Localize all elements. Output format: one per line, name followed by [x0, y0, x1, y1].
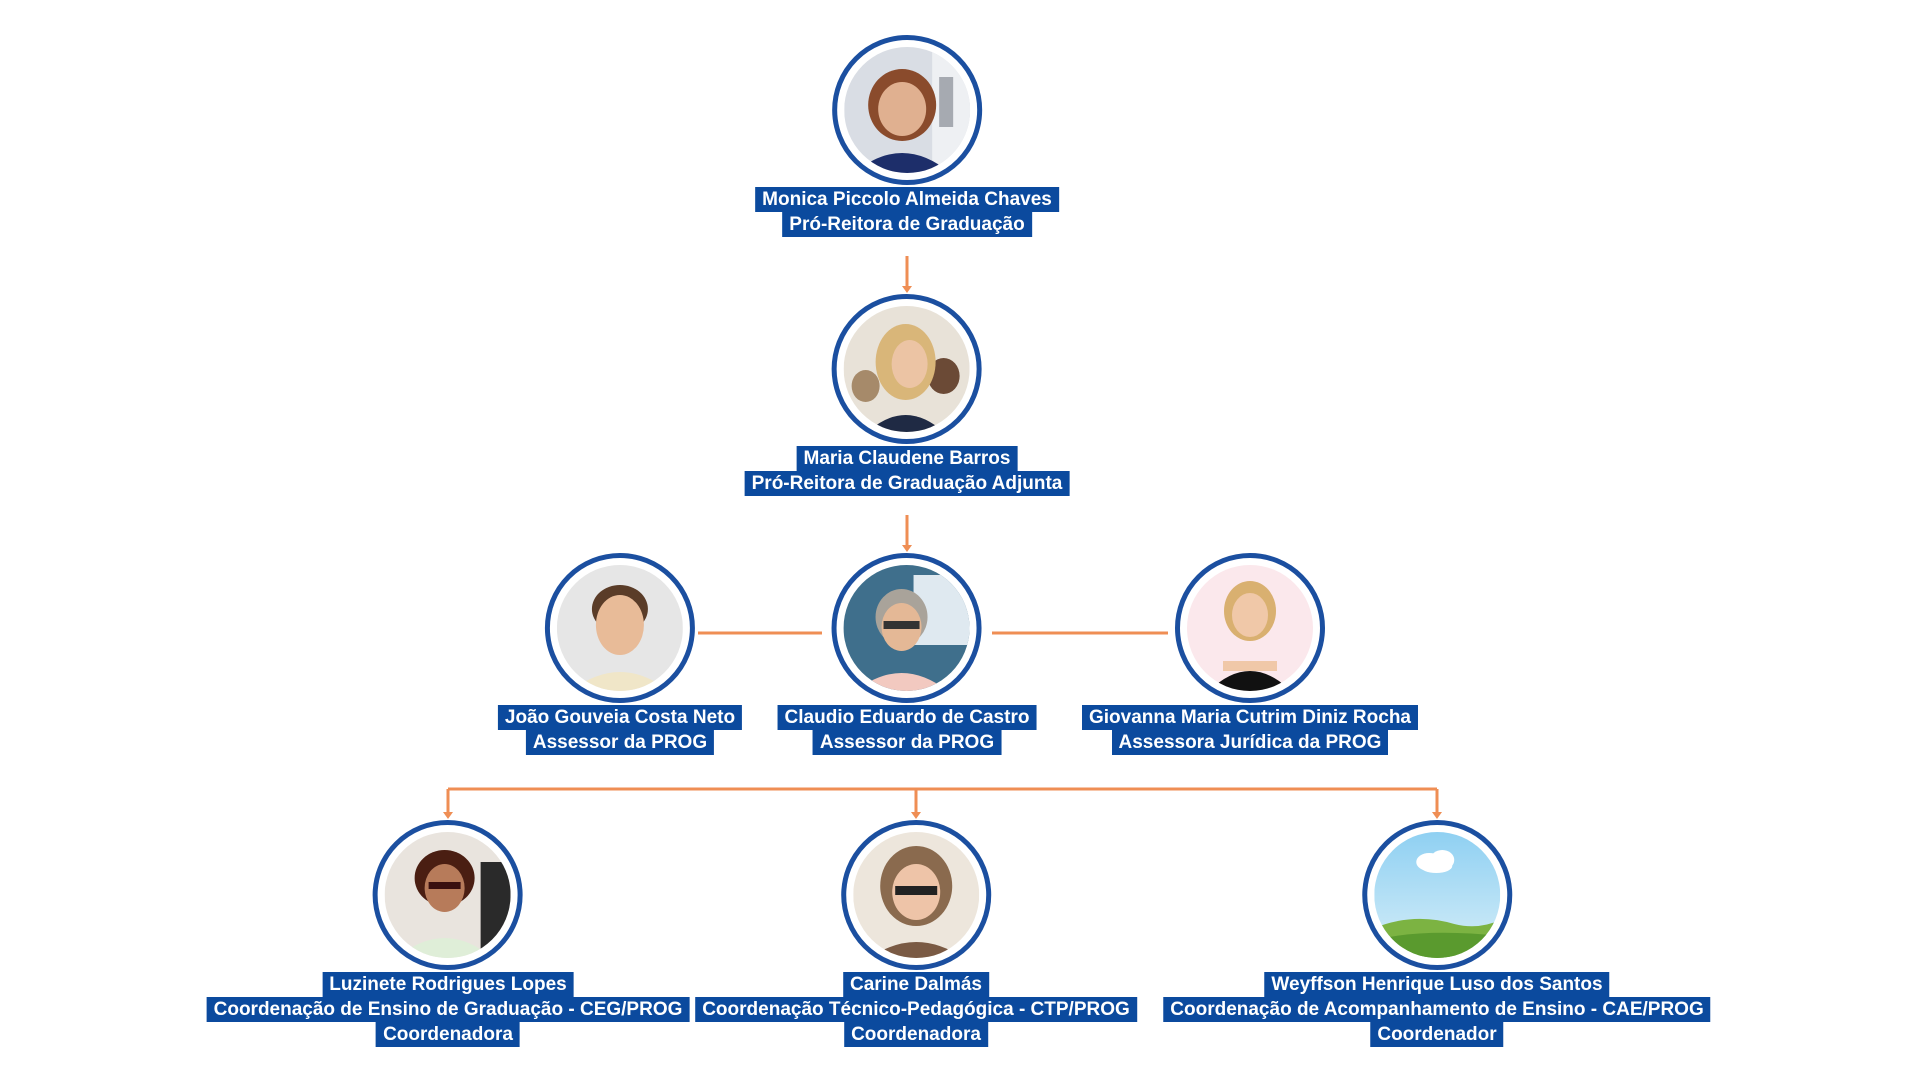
person-name: Luzinete Rodrigues Lopes: [322, 972, 574, 997]
arrowhead: [443, 812, 453, 819]
arrowhead: [902, 545, 912, 552]
person-name: Claudio Eduardo de Castro: [777, 705, 1037, 730]
arrowhead: [911, 812, 921, 819]
person-role: Coordenadora: [844, 1022, 988, 1047]
unit-name: Coordenação de Ensino de Graduação - CEG…: [206, 997, 690, 1022]
node-giovanna: Giovanna Maria Cutrim Diniz Rocha Assess…: [1082, 553, 1418, 755]
portrait-photo: [831, 35, 982, 185]
person-name: Giovanna Maria Cutrim Diniz Rocha: [1082, 705, 1418, 730]
portrait-photo: [372, 820, 523, 970]
portrait-photo: [840, 820, 991, 970]
node-weyffson: Weyffson Henrique Luso dos Santos Coorde…: [1163, 820, 1711, 1047]
person-role: Coordenadora: [376, 1022, 520, 1047]
person-role: Assessor da PROG: [812, 730, 1002, 755]
node-claudio: Claudio Eduardo de Castro Assessor da PR…: [777, 553, 1037, 755]
portrait-photo: [831, 553, 982, 703]
node-maria: Maria Claudene Barros Pró-Reitora de Gra…: [744, 294, 1070, 496]
portrait-photo: [544, 553, 695, 703]
person-role: Pró-Reitora de Graduação Adjunta: [744, 471, 1070, 496]
arrowhead: [902, 286, 912, 293]
person-name: João Gouveia Costa Neto: [497, 705, 743, 730]
person-name: Carine Dalmás: [842, 972, 990, 997]
arrowhead: [1432, 812, 1442, 819]
node-carine: Carine Dalmás Coordenação Técnico-Pedagó…: [695, 820, 1137, 1047]
landscape-placeholder-icon: [1373, 832, 1500, 958]
person-name: Maria Claudene Barros: [796, 446, 1018, 471]
person-role: Coordenador: [1370, 1022, 1504, 1047]
node-luzinete: Luzinete Rodrigues Lopes Coordenação de …: [206, 820, 690, 1047]
photo-placeholder: [1361, 820, 1512, 970]
person-role: Pró-Reitora de Graduação: [782, 212, 1032, 237]
person-role: Assessora Jurídica da PROG: [1111, 730, 1389, 755]
person-role: Assessor da PROG: [525, 730, 715, 755]
node-joao: João Gouveia Costa Neto Assessor da PROG: [497, 553, 743, 755]
unit-name: Coordenação de Acompanhamento de Ensino …: [1163, 997, 1711, 1022]
node-monica: Monica Piccolo Almeida Chaves Pró-Reitor…: [755, 35, 1059, 237]
unit-name: Coordenação Técnico-Pedagógica - CTP/PRO…: [695, 997, 1137, 1022]
portrait-photo: [832, 294, 982, 444]
person-name: Weyffson Henrique Luso dos Santos: [1264, 972, 1610, 997]
portrait-photo: [1175, 553, 1325, 703]
person-name: Monica Piccolo Almeida Chaves: [755, 187, 1059, 212]
